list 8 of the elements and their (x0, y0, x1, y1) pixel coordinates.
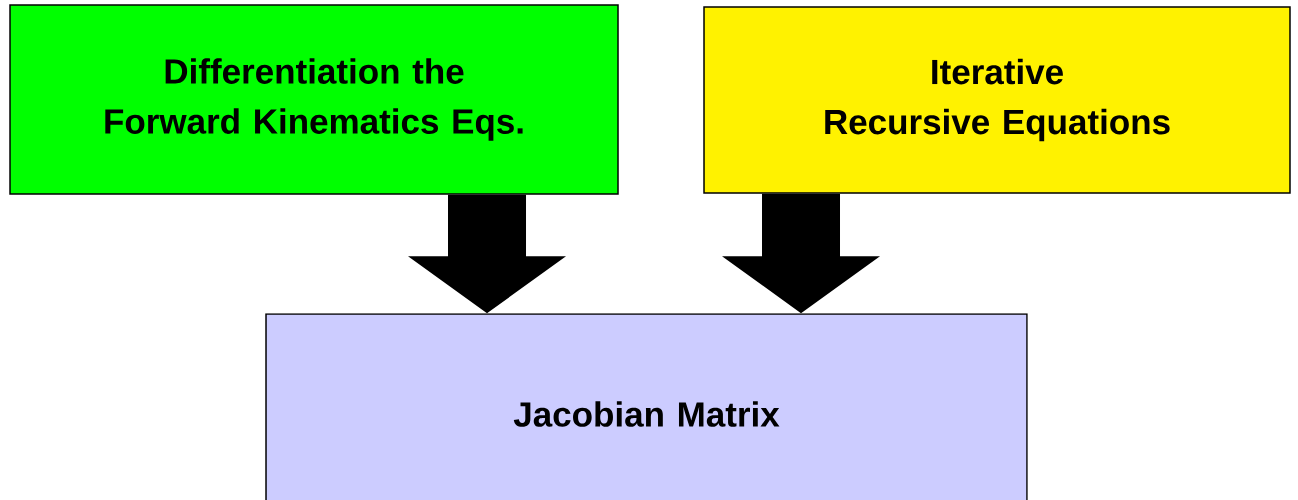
process-box (9, 4, 619, 195)
box-text: Jacobian Matrix (513, 401, 780, 427)
block-arrow (722, 193, 880, 314)
block-arrow (408, 194, 566, 314)
process-box (265, 313, 1028, 500)
process-box (703, 6, 1291, 194)
box-text: Iterative Recursive Equations (825, 58, 1170, 142)
box-text: Differentiation the Forward Kinematics Eqs. (105, 58, 523, 141)
